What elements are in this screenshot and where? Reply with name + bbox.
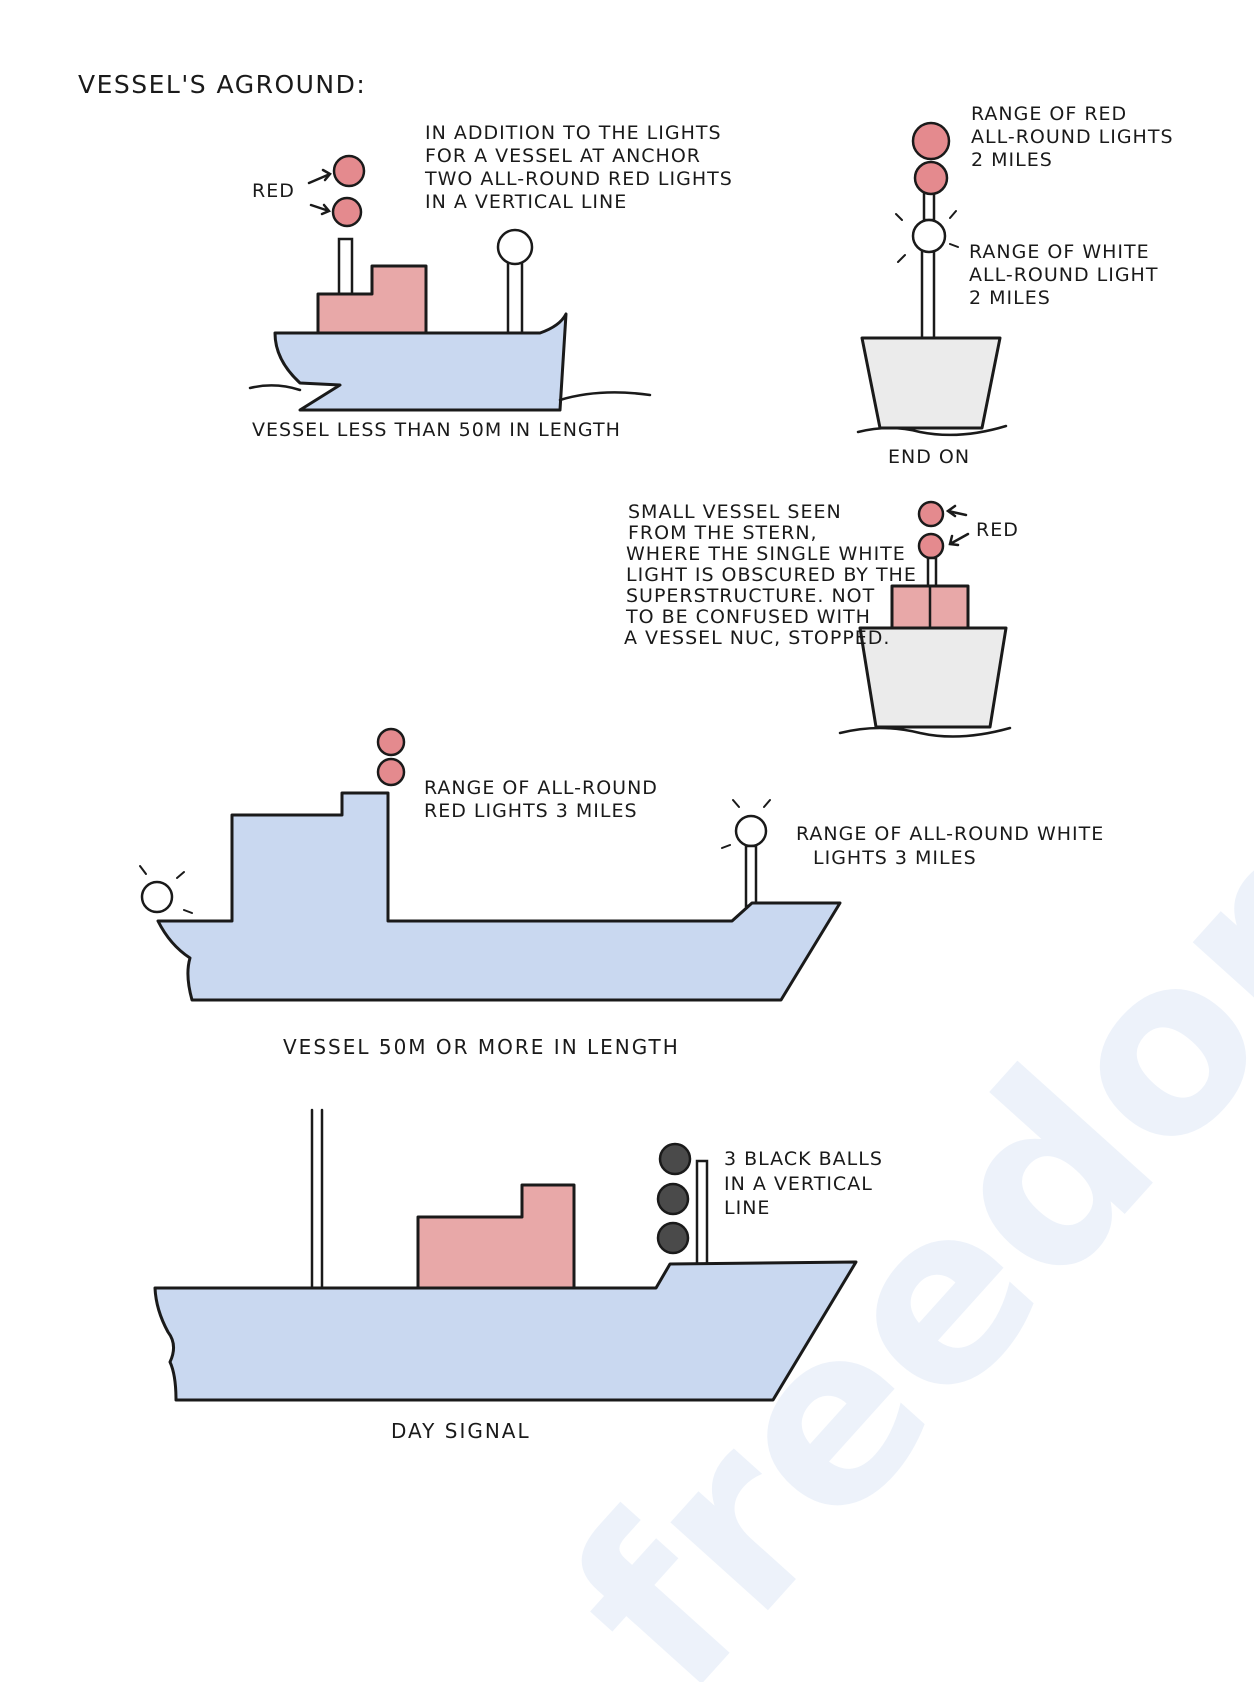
- mast-aft: [695, 1159, 709, 1267]
- small-vessel-note: IN ADDITION TO THE LIGHTS FOR A VESSEL A…: [424, 122, 733, 213]
- red-light-upper: [911, 121, 951, 161]
- note-line: FOR A VESSEL AT ANCHOR: [425, 145, 701, 167]
- end-on-drawing: [856, 121, 1008, 437]
- black-ball-lower: [656, 1221, 690, 1255]
- superstructure: [316, 264, 428, 335]
- end-on-white-range: RANGE OF WHITE ALL-ROUND LIGHT 2 MILES: [969, 241, 1158, 309]
- range-line: ALL-ROUND LIGHT: [969, 264, 1158, 286]
- red-light-upper: [917, 500, 945, 528]
- arrow-to-upper-red: [945, 504, 968, 518]
- black-ball-upper: [658, 1142, 692, 1176]
- red-light-lower: [331, 196, 363, 228]
- water-line: [838, 726, 1012, 738]
- white-light-stern: [734, 814, 768, 848]
- red-light-upper: [332, 154, 366, 188]
- light-rays-bow: [139, 865, 193, 914]
- range-line: ALL-ROUND LIGHTS: [971, 126, 1174, 148]
- note-line: IN A VERTICAL LINE: [425, 191, 627, 213]
- day-signal-note: 3 BLACK BALLS IN A VERTICAL LINE: [724, 1148, 883, 1219]
- note-line: SMALL VESSEL SEEN: [628, 501, 842, 523]
- note-line: IN ADDITION TO THE LIGHTS: [425, 122, 722, 144]
- water-line: [248, 384, 652, 402]
- hull: [860, 336, 1002, 430]
- note-line: TWO ALL-ROUND RED LIGHTS: [424, 168, 733, 190]
- red-light-lower: [376, 757, 406, 787]
- range-line: 2 MILES: [969, 287, 1051, 309]
- funnel: [337, 237, 354, 298]
- range-line: RANGE OF ALL-ROUND: [424, 777, 658, 799]
- end-on-caption: END ON: [888, 446, 970, 468]
- note-line: WHERE THE SINGLE WHITE: [626, 543, 906, 565]
- red-light-lower: [917, 532, 945, 560]
- range-line: LIGHTS 3 MILES: [813, 847, 977, 869]
- white-light: [911, 218, 947, 254]
- note-line: LINE: [724, 1197, 770, 1219]
- red-light-lower: [913, 160, 949, 196]
- note-line: LIGHT IS OBSCURED BY THE: [626, 564, 917, 586]
- range-line: RANGE OF WHITE: [969, 241, 1150, 263]
- hull-and-superstructure: [156, 791, 842, 1002]
- large-vessel-caption: VESSEL 50M OR MORE IN LENGTH: [283, 1035, 680, 1059]
- white-light-bow: [140, 880, 174, 914]
- red-light-upper: [376, 727, 406, 757]
- light-rays-stern: [721, 799, 771, 849]
- superstructure: [416, 1183, 576, 1290]
- mast: [926, 556, 938, 588]
- mast: [920, 248, 936, 340]
- page-title: VESSEL'S AGROUND:: [78, 70, 366, 99]
- end-on-red-range: RANGE OF RED ALL-ROUND LIGHTS 2 MILES: [971, 103, 1174, 171]
- arrow-to-lower-red: [948, 532, 970, 547]
- stern-red-label: RED: [976, 519, 1019, 541]
- arrow-to-lower-red: [309, 203, 332, 216]
- mast-stern: [744, 844, 758, 908]
- range-line: 2 MILES: [971, 149, 1053, 171]
- note-line: FROM THE STERN,: [628, 522, 818, 544]
- hull: [273, 312, 568, 412]
- hull: [858, 626, 1008, 729]
- water-line: [856, 424, 1008, 437]
- black-ball-middle: [656, 1182, 690, 1216]
- light-rays: [895, 210, 959, 263]
- small-vessel-caption: VESSEL LESS THAN 50M IN LENGTH: [252, 419, 621, 441]
- day-signal-drawing: [153, 1108, 858, 1402]
- mast: [506, 256, 524, 335]
- stern-view-drawing: [838, 500, 1012, 738]
- mast-forward: [310, 1108, 324, 1290]
- note-line: TO BE CONFUSED WITH: [625, 606, 871, 628]
- day-signal-caption: DAY SIGNAL: [391, 1419, 531, 1443]
- range-line: RED LIGHTS 3 MILES: [424, 800, 638, 822]
- large-vessel-red-range: RANGE OF ALL-ROUND RED LIGHTS 3 MILES: [424, 777, 658, 822]
- range-line: RANGE OF RED: [971, 103, 1127, 125]
- small-vessel-drawing: [248, 154, 652, 412]
- arrow-to-upper-red: [307, 168, 332, 185]
- note-line: 3 BLACK BALLS: [724, 1148, 883, 1170]
- stern-view-note: SMALL VESSEL SEEN FROM THE STERN, WHERE …: [624, 501, 917, 649]
- large-vessel-drawing: [139, 727, 842, 1002]
- large-vessel-white-range: RANGE OF ALL-ROUND WHITE LIGHTS 3 MILES: [796, 823, 1104, 869]
- hull: [153, 1260, 858, 1402]
- anchor-white-light: [496, 228, 534, 266]
- range-line: RANGE OF ALL-ROUND WHITE: [796, 823, 1104, 845]
- note-line: IN A VERTICAL: [724, 1173, 873, 1195]
- red-label: RED: [252, 180, 295, 202]
- note-line: A VESSEL NUC, STOPPED.: [624, 627, 890, 649]
- note-line: SUPERSTRUCTURE. NOT: [626, 585, 875, 607]
